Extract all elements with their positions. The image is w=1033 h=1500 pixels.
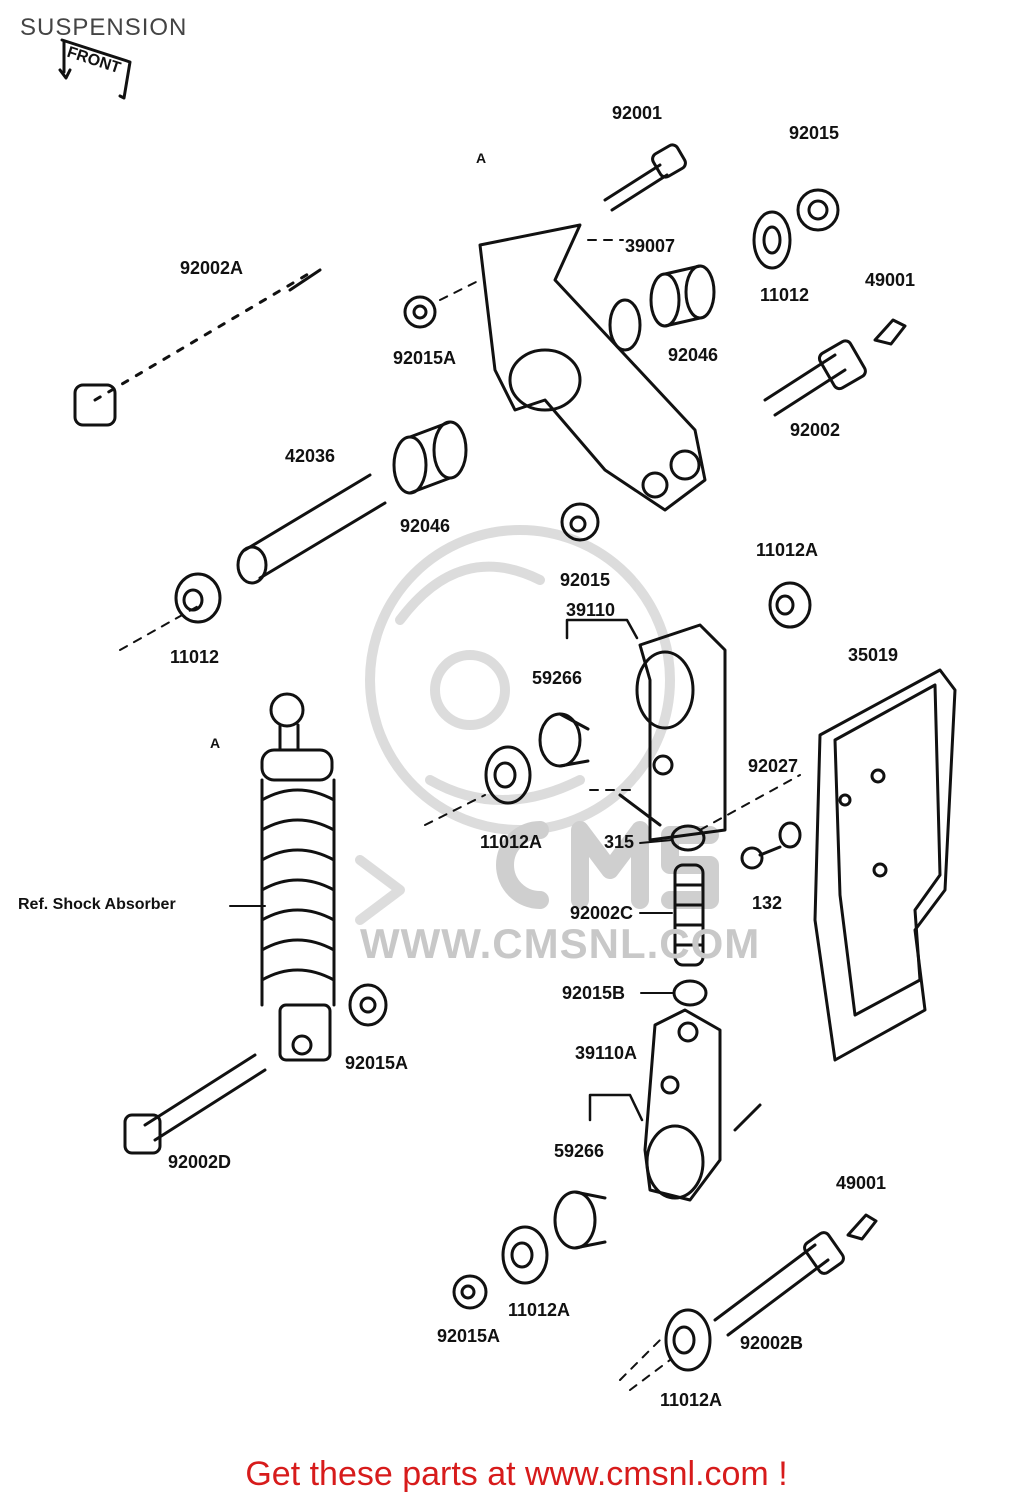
nut-92015A-mid bbox=[348, 983, 388, 1027]
label-92002C: 92002C bbox=[570, 903, 634, 923]
bolt-92001 bbox=[603, 143, 687, 212]
dust-seal-11012A-bottom-2 bbox=[664, 1308, 712, 1372]
nut-92015A-bottom bbox=[452, 1274, 488, 1310]
dust-seal-11012-top bbox=[752, 210, 792, 270]
needle-bearing-92046-mid bbox=[392, 420, 468, 495]
label-49001-bottom: 49001 bbox=[836, 1173, 887, 1193]
label-ref-shock-absorber: Ref. Shock Absorber bbox=[18, 896, 176, 913]
label-92015A-top: 92015A bbox=[393, 348, 457, 368]
bolt-132 bbox=[740, 845, 782, 870]
label-11012A-left: 11012A bbox=[480, 832, 543, 852]
label-11012-top: 11012 bbox=[760, 285, 810, 305]
label-49001-top: 49001 bbox=[865, 270, 916, 290]
nut-92015A-top bbox=[403, 295, 437, 329]
dust-seal-11012A-mid bbox=[768, 581, 812, 629]
grease-nipple-49001-top bbox=[873, 318, 907, 346]
tie-rod-39110A bbox=[643, 1008, 762, 1202]
label-marker-a2: A bbox=[210, 735, 221, 751]
label-92002B: 92002B bbox=[740, 1333, 804, 1353]
callout-bracket-39110A bbox=[588, 1093, 644, 1122]
nut-92015-top bbox=[796, 188, 840, 232]
label-92015A-mid: 92015A bbox=[345, 1053, 409, 1073]
collar-59266-bottom bbox=[553, 1190, 607, 1250]
label-92002: 92002 bbox=[790, 420, 841, 440]
label-59266-bottom: 59266 bbox=[554, 1141, 605, 1161]
label-39110: 39110 bbox=[566, 600, 616, 620]
bolt-92002A bbox=[73, 268, 322, 427]
label-92046-mid: 92046 bbox=[400, 516, 451, 536]
label-39007: 39007 bbox=[625, 236, 676, 256]
grease-nipple-49001-bottom bbox=[846, 1213, 878, 1241]
bolt-92002D bbox=[123, 1053, 267, 1155]
stud-92002C bbox=[673, 863, 705, 967]
label-59266-top: 59266 bbox=[532, 668, 583, 688]
label-92015-mid: 92015 bbox=[560, 570, 611, 590]
label-marker-a1: A bbox=[476, 150, 487, 166]
nut-92015B bbox=[672, 979, 708, 1007]
label-11012A-mid: 11012A bbox=[756, 540, 819, 560]
sleeve-42036 bbox=[236, 473, 387, 585]
label-11012A-bottom-2: 11012A bbox=[660, 1390, 723, 1410]
label-92015-top: 92015 bbox=[789, 123, 840, 143]
bolt-92002B bbox=[713, 1231, 845, 1337]
label-92002A: 92002A bbox=[180, 258, 244, 278]
label-315: 315 bbox=[604, 832, 635, 852]
label-39110A: 39110A bbox=[575, 1043, 638, 1063]
label-132: 132 bbox=[752, 893, 783, 913]
collar-59266-top bbox=[538, 712, 590, 768]
dust-seal-11012A-left bbox=[484, 745, 532, 805]
rocker-arm-39007 bbox=[478, 223, 707, 512]
label-42036: 42036 bbox=[285, 446, 336, 466]
needle-bearing-92046-top bbox=[649, 264, 716, 328]
label-92027: 92027 bbox=[748, 756, 799, 776]
bolt-92002 bbox=[763, 339, 867, 417]
label-92015B: 92015B bbox=[562, 983, 626, 1003]
assembly-lines bbox=[119, 239, 801, 1391]
label-35019: 35019 bbox=[848, 645, 899, 665]
label-92015A-bottom: 92015A bbox=[437, 1326, 501, 1346]
nut-92015-mid bbox=[560, 502, 600, 542]
shock-absorber bbox=[260, 692, 336, 1062]
label-92002D: 92002D bbox=[168, 1152, 232, 1172]
washer-92027 bbox=[778, 821, 802, 849]
label-92046-top: 92046 bbox=[668, 345, 719, 365]
leader-lines bbox=[229, 839, 674, 994]
watermark-url: WWW.CMSNL.COM bbox=[360, 920, 761, 967]
front-arrow-icon bbox=[58, 38, 132, 100]
footer-cta-link[interactable]: Get these parts at www.cmsnl.com ! bbox=[245, 1455, 788, 1493]
label-11012A-bottom-1: 11012A bbox=[508, 1300, 571, 1320]
tie-rod-39110 bbox=[618, 623, 727, 842]
label-92001: 92001 bbox=[612, 103, 663, 123]
callout-bracket-39110 bbox=[565, 618, 639, 640]
label-11012-left: 11012 bbox=[170, 647, 220, 667]
mudguard-35019 bbox=[813, 668, 957, 1062]
dust-seal-11012A-bottom-1 bbox=[501, 1225, 549, 1285]
nut-315 bbox=[670, 824, 706, 852]
page-title: SUSPENSION bbox=[20, 14, 188, 41]
